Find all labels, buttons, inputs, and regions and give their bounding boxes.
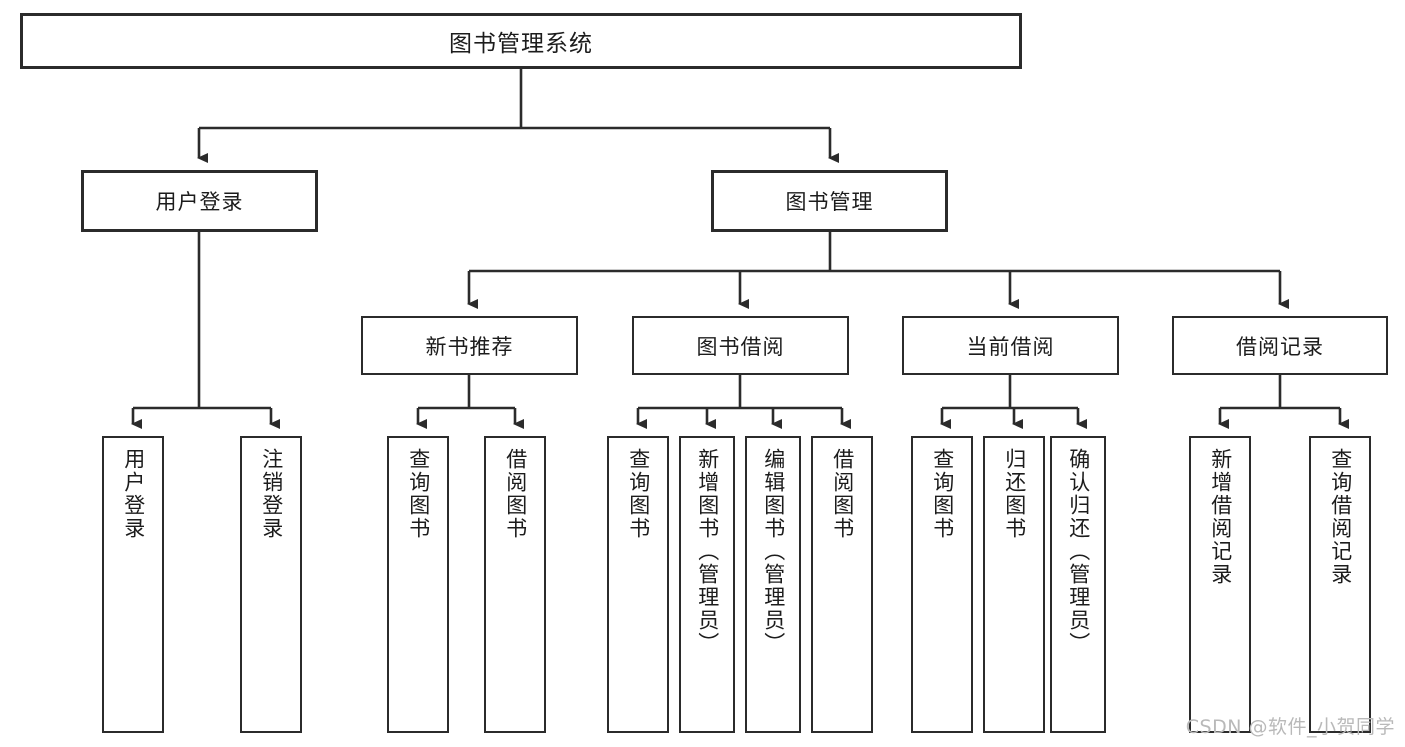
node-label: 新书推荐 <box>425 334 514 359</box>
node-leaf-1[interactable]: 注销登录 <box>240 436 302 733</box>
node-leaf-5[interactable]: 新增图书（管理员） <box>679 436 735 733</box>
node-level2-1[interactable]: 图书借阅 <box>632 316 849 375</box>
node-root-图书管理系统[interactable]: 图书管理系统 <box>20 13 1022 69</box>
node-level2-2[interactable]: 当前借阅 <box>902 316 1119 375</box>
node-label: 图书借阅 <box>696 334 785 359</box>
node-leaf-6[interactable]: 编辑图书（管理员） <box>745 436 801 733</box>
node-leaf-12[interactable]: 查询借阅记录 <box>1309 436 1371 733</box>
node-label: 用户登录 <box>155 190 244 214</box>
node-label: 归还图书 <box>1002 448 1027 540</box>
node-leaf-3[interactable]: 借阅图书 <box>484 436 546 733</box>
node-label: 图书管理 <box>785 190 874 214</box>
node-leaf-0[interactable]: 用户登录 <box>102 436 164 733</box>
node-label: 用户登录 <box>121 448 146 540</box>
node-label: 查询图书 <box>626 448 651 540</box>
node-level2-0[interactable]: 新书推荐 <box>361 316 578 375</box>
node-label: 查询图书 <box>406 448 431 540</box>
node-label: 注销登录 <box>259 448 284 540</box>
node-leaf-10[interactable]: 确认归还（管理员） <box>1050 436 1106 733</box>
node-label: 新增图书（管理员） <box>695 448 720 655</box>
node-label: 借阅记录 <box>1236 334 1324 359</box>
node-label: 当前借阅 <box>966 334 1055 359</box>
node-label: 新增借阅记录 <box>1208 448 1233 586</box>
node-leaf-4[interactable]: 查询图书 <box>607 436 669 733</box>
node-leaf-8[interactable]: 查询图书 <box>911 436 973 733</box>
node-label: 编辑图书（管理员） <box>761 448 786 655</box>
node-label: 确认归还（管理员） <box>1066 448 1091 655</box>
node-leaf-11[interactable]: 新增借阅记录 <box>1189 436 1251 733</box>
node-level1-0[interactable]: 用户登录 <box>81 170 318 232</box>
node-leaf-2[interactable]: 查询图书 <box>387 436 449 733</box>
node-label: 借阅图书 <box>503 448 528 540</box>
node-level2-3[interactable]: 借阅记录 <box>1172 316 1388 375</box>
node-leaf-9[interactable]: 归还图书 <box>983 436 1045 733</box>
node-label: 图书管理系统 <box>449 31 593 57</box>
node-label: 借阅图书 <box>830 448 855 540</box>
node-leaf-7[interactable]: 借阅图书 <box>811 436 873 733</box>
node-level1-1[interactable]: 图书管理 <box>711 170 948 232</box>
node-label: 查询借阅记录 <box>1328 448 1353 586</box>
node-label: 查询图书 <box>930 448 955 540</box>
watermark-text: CSDN @软件_小贺同学 <box>1185 716 1395 738</box>
